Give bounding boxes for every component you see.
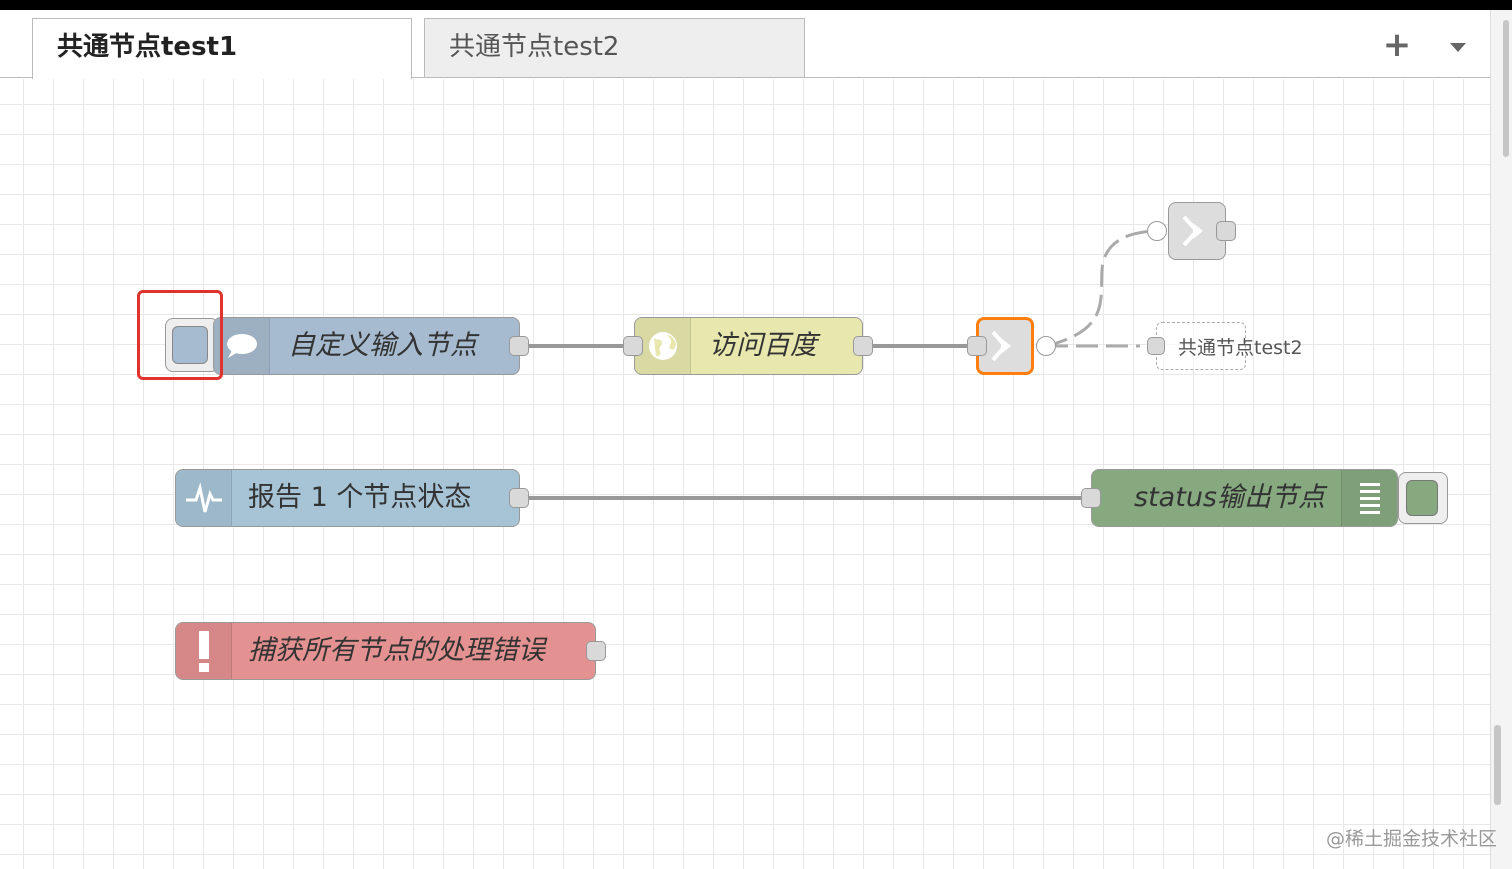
debug-node[interactable]: status输出节点 xyxy=(1091,469,1398,527)
link-out-virtual-port[interactable] xyxy=(1036,336,1056,356)
globe-icon xyxy=(635,318,691,374)
tab-flow-test1[interactable]: 共通节点test1 xyxy=(32,18,412,79)
link-virtual-wire-top xyxy=(1045,229,1157,348)
link-out-node[interactable] xyxy=(976,317,1034,375)
watermark: @稀土掘金技术社区 xyxy=(1326,828,1498,850)
tab-flow-test2[interactable]: 共通节点test2 xyxy=(424,18,805,78)
link-arrow-icon xyxy=(991,330,1011,362)
inject-node[interactable]: 自定义输入节点 xyxy=(213,317,520,375)
scrollbar-thumb-lower[interactable] xyxy=(1494,725,1501,805)
http-output-port[interactable] xyxy=(853,336,873,356)
debug-toggle-button-face[interactable] xyxy=(1406,480,1438,516)
catch-node[interactable]: 捕获所有节点的处理错误 xyxy=(175,622,596,680)
status-node-label: 报告 1 个节点状态 xyxy=(248,482,472,513)
link-out-input-port[interactable] xyxy=(967,336,987,356)
list-icon xyxy=(1341,470,1397,526)
inject-output-port[interactable] xyxy=(509,336,529,356)
catch-node-label: 捕获所有节点的处理错误 xyxy=(248,635,545,666)
plus-icon[interactable]: + xyxy=(1382,25,1412,65)
catch-output-port[interactable] xyxy=(586,641,606,661)
window-top-border xyxy=(0,0,1512,10)
status-output-port[interactable] xyxy=(509,488,529,508)
link-target-output-port[interactable] xyxy=(1216,221,1236,241)
vertical-scrollbar[interactable] xyxy=(1490,10,1512,869)
debug-input-port[interactable] xyxy=(1081,488,1101,508)
scrollbar-thumb[interactable] xyxy=(1503,20,1509,157)
caret-down-icon[interactable] xyxy=(1446,36,1470,60)
link-ghost-node[interactable] xyxy=(1156,322,1246,370)
flow-tab-bar: 共通节点test1 共通节点test2 + xyxy=(0,10,1490,79)
comment-icon xyxy=(214,318,270,374)
http-request-node-label: 访问百度 xyxy=(709,330,817,361)
link-ghost-port xyxy=(1147,337,1165,355)
link-target-virtual-port[interactable] xyxy=(1147,221,1167,241)
http-request-node[interactable]: 访问百度 xyxy=(634,317,863,375)
link-ghost-label: 共通节点test2 xyxy=(1178,337,1303,359)
pulse-icon xyxy=(176,470,232,526)
debug-node-label: status输出节点 xyxy=(1134,482,1325,513)
inject-node-label: 自定义输入节点 xyxy=(288,330,477,361)
inject-trigger-button-face[interactable] xyxy=(172,326,208,364)
status-node[interactable]: 报告 1 个节点状态 xyxy=(175,469,520,527)
exclamation-icon xyxy=(176,623,232,679)
http-input-port[interactable] xyxy=(623,336,643,356)
link-arrow-icon xyxy=(1182,215,1203,247)
highlight-annotation-box xyxy=(137,290,223,380)
